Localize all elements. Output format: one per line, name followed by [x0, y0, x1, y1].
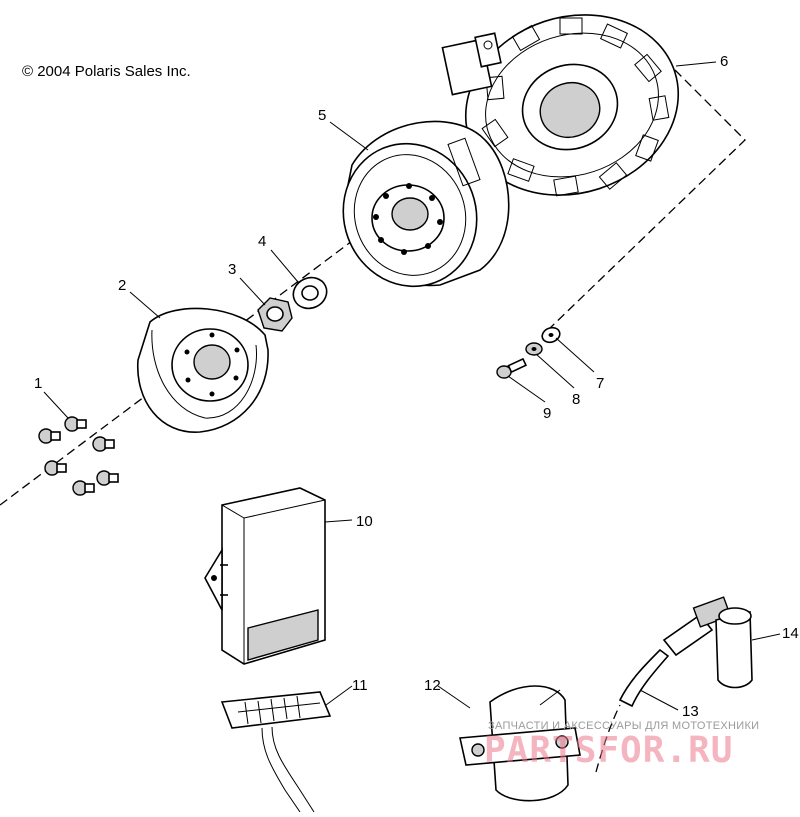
callout-3: 3	[228, 261, 236, 278]
rotor-housing-part	[137, 307, 269, 433]
washer-part	[292, 276, 328, 310]
callout-14: 14	[782, 625, 799, 642]
nut-part	[257, 297, 293, 332]
lock-washer-part-8	[525, 342, 543, 356]
callout-8: 8	[572, 391, 580, 408]
washer-part-7	[541, 326, 561, 344]
callout-10: 10	[356, 513, 373, 530]
stator-part	[441, 14, 680, 197]
callout-2: 2	[118, 277, 126, 294]
callout-labels: 1 2 3 4 5 6 7 8 9 10 11 12 13 14	[34, 53, 799, 720]
wiring-connector-part	[220, 691, 332, 813]
ignition-coil-part	[459, 685, 581, 802]
flywheel-part	[342, 120, 510, 288]
callout-9: 9	[543, 405, 551, 422]
copyright-notice: © 2004 Polaris Sales Inc.	[22, 63, 191, 80]
spark-plug-cap-part	[662, 596, 753, 689]
leader-lines	[43, 61, 781, 711]
watermark-tagline: ЗАПЧАСТИ И АКСЕССУАРЫ ДЛЯ МОТОТЕХНИКИ	[488, 720, 760, 732]
callout-7: 7	[596, 375, 604, 392]
bolt-set-part-1	[38, 416, 119, 496]
callout-5: 5	[318, 107, 326, 124]
callout-13: 13	[682, 703, 699, 720]
callout-4: 4	[258, 233, 266, 250]
callout-6: 6	[720, 53, 728, 70]
screw-part-9	[496, 357, 528, 379]
watermark-logo: PARTSFOR.RU	[484, 730, 734, 771]
callout-11: 11	[352, 677, 368, 694]
callout-12: 12	[424, 677, 441, 694]
cdi-box-part	[204, 487, 326, 665]
spark-plug-lead-part	[595, 648, 670, 773]
callout-1: 1	[34, 375, 42, 392]
